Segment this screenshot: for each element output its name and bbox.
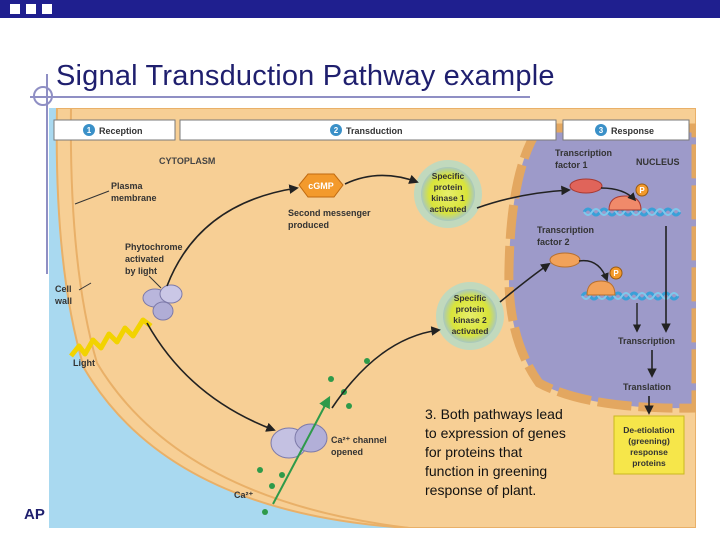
caption-line: 3. Both pathways lead xyxy=(425,406,563,422)
stage-number-badge xyxy=(83,124,95,136)
stage-box-transduction xyxy=(179,119,557,141)
plasma-membrane-label: membrane xyxy=(111,193,157,203)
stage-number: 3 xyxy=(599,126,604,135)
tf1-protein-icon xyxy=(569,178,603,194)
kinase2-label: Specific xyxy=(454,293,487,303)
kinase1-label: activated xyxy=(430,204,467,214)
tf1-label: Transcription xyxy=(555,148,612,158)
plasma-membrane-line xyxy=(69,107,697,529)
arrow-tf2-to-dna xyxy=(578,259,609,282)
bar-square-icon xyxy=(26,4,36,14)
kinase1-label: kinase 1 xyxy=(431,193,465,203)
phytochrome-label: Phytochrome xyxy=(125,242,183,252)
second-messenger-label: produced xyxy=(288,220,329,230)
calcium-ion xyxy=(346,403,352,409)
cell-wall-label: wall xyxy=(54,296,72,306)
second-messenger-label: Second messenger xyxy=(288,208,371,218)
cell-wall-pointer xyxy=(78,282,92,291)
arrow-kinase2-to-tf2 xyxy=(499,262,551,303)
response-box-label: De-etiolation xyxy=(623,425,674,435)
calcium-ion xyxy=(269,483,275,489)
ca-influx-arrow xyxy=(272,395,331,505)
caption-line: to expression of genes xyxy=(425,425,566,441)
bar-square-icon xyxy=(10,4,20,14)
decor-vertical-line xyxy=(46,74,48,274)
plasma-membrane-pointer xyxy=(74,190,110,205)
caption-line: response of plant. xyxy=(425,482,536,498)
arrow-calcium-to-kinase2 xyxy=(331,326,441,409)
response-box-label: proteins xyxy=(632,458,666,468)
phytochrome-label: activated xyxy=(125,254,164,264)
ca-channel-label: Ca²⁺ channel xyxy=(331,435,387,445)
ca-ion-label: Ca²⁺ xyxy=(234,490,254,500)
stage-header: 1 Reception 2 Transduction 3 Response xyxy=(53,119,690,141)
stage-number: 1 xyxy=(87,126,92,135)
cytoplasm-label: CYTOPLASM xyxy=(159,156,215,166)
tf2-label: factor 2 xyxy=(537,237,570,247)
arrow-kinase1-to-tf1 xyxy=(476,185,571,209)
cgmp-label: cGMP xyxy=(308,181,334,191)
stage-box-response xyxy=(562,119,690,141)
footer-text: AP xyxy=(24,506,45,523)
kinase2-label: activated xyxy=(452,326,489,336)
slide-title: Signal Transduction Pathway example xyxy=(56,60,555,92)
kinase2-circle xyxy=(443,289,497,343)
signal-pathway-diagram: 1 Reception 2 Transduction 3 Response CY… xyxy=(49,107,701,529)
translation-label: Translation xyxy=(623,382,671,392)
transcription-label: Transcription xyxy=(618,336,675,346)
stage-number-badge xyxy=(330,124,342,136)
tf1-label: factor 1 xyxy=(555,160,588,170)
phytochrome-pointer xyxy=(148,275,162,289)
phytochrome-receptor-icon xyxy=(142,284,183,321)
caption-line: for proteins that xyxy=(425,444,522,460)
ca-channel-icon xyxy=(270,423,328,459)
phosphate-label: P xyxy=(639,186,645,195)
stage-number: 2 xyxy=(334,126,339,135)
nucleus-label: NUCLEUS xyxy=(636,157,680,167)
response-box-label: (greening) xyxy=(628,436,670,446)
phosphate-label: P xyxy=(613,269,619,278)
response-box-label: response xyxy=(630,447,668,457)
kinase1-label: Specific xyxy=(432,171,465,181)
kinase1-label: protein xyxy=(434,182,463,192)
plasma-membrane-label: Plasma xyxy=(111,181,144,191)
kinase2-label: protein xyxy=(456,304,485,314)
stage-number-badge xyxy=(595,124,607,136)
response-proteins-box xyxy=(613,415,685,475)
light-label: Light xyxy=(73,358,95,368)
arrow-cgmp-to-kinase1 xyxy=(344,174,419,185)
phytochrome-label: by light xyxy=(125,266,157,276)
tf2-protein-icon xyxy=(549,252,581,268)
arrow-phytochrome-to-cgmp xyxy=(166,184,299,287)
slide-top-bar xyxy=(0,0,720,18)
stage-label-reception: Reception xyxy=(99,126,143,136)
tf2-label: Transcription xyxy=(537,225,594,235)
decor-crosshair-circle xyxy=(33,86,53,106)
nucleus-region xyxy=(504,123,701,413)
caption-block: 3. Both pathways lead to expression of g… xyxy=(425,406,566,498)
stage-label-transduction: Transduction xyxy=(346,126,403,136)
calcium-ion xyxy=(279,472,285,478)
phosphate-icon xyxy=(635,183,649,197)
light-bolt-icon xyxy=(69,317,153,358)
phosphate-icon xyxy=(609,266,623,280)
caption-line: function in greening xyxy=(425,463,547,479)
cgmp-hexagon-icon xyxy=(298,173,344,198)
bar-square-icon xyxy=(42,4,52,14)
arrow-phytochrome-to-channel xyxy=(146,322,276,432)
kinase1-circle xyxy=(421,167,475,221)
dna-strand-2b xyxy=(581,292,679,300)
calcium-ion xyxy=(328,376,334,382)
calcium-ion xyxy=(262,509,268,515)
decor-horizontal-line xyxy=(30,96,530,98)
stage-label-response: Response xyxy=(611,126,654,136)
dna-strand-1b xyxy=(583,208,681,216)
stage-box-reception xyxy=(53,119,176,141)
arrow-tf1-to-dna xyxy=(600,187,637,202)
calcium-ion xyxy=(364,358,370,364)
cell-wall-label: Cell xyxy=(55,284,72,294)
calcium-ion xyxy=(257,467,263,473)
ca-channel-label: opened xyxy=(331,447,363,457)
kinase2-label: kinase 2 xyxy=(453,315,487,325)
